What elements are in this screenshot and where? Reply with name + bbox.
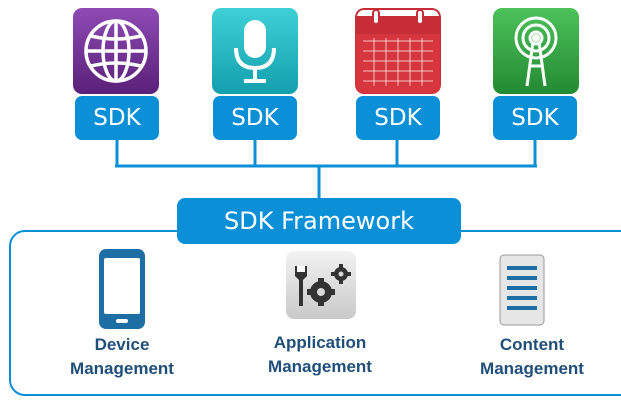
sdk-badge-1: SDK [75, 96, 159, 140]
sdk-framework-label: SDK Framework [177, 198, 461, 244]
tools-gears-icon [285, 250, 357, 325]
application-label-line1: Application [273, 333, 367, 352]
content-management-label: Content Management [447, 333, 617, 381]
sdk-badge-4: SDK [493, 96, 577, 140]
antenna-icon [493, 8, 579, 94]
sdk-badge-3: SDK [356, 96, 440, 140]
calendar-icon [355, 8, 441, 94]
microphone-icon [212, 8, 298, 94]
application-label-line2: Management [268, 357, 372, 376]
device-management-label: Device Management [37, 333, 207, 381]
application-management-label: Application Management [235, 331, 405, 379]
content-label-line1: Content [499, 335, 565, 354]
device-label-line2: Management [70, 359, 174, 378]
globe-icon [73, 8, 159, 94]
device-label-line1: Device [94, 335, 150, 354]
sdk-badge-2: SDK [213, 96, 297, 140]
content-label-line2: Management [480, 359, 584, 378]
smartphone-icon [98, 248, 146, 335]
document-icon [499, 254, 545, 331]
